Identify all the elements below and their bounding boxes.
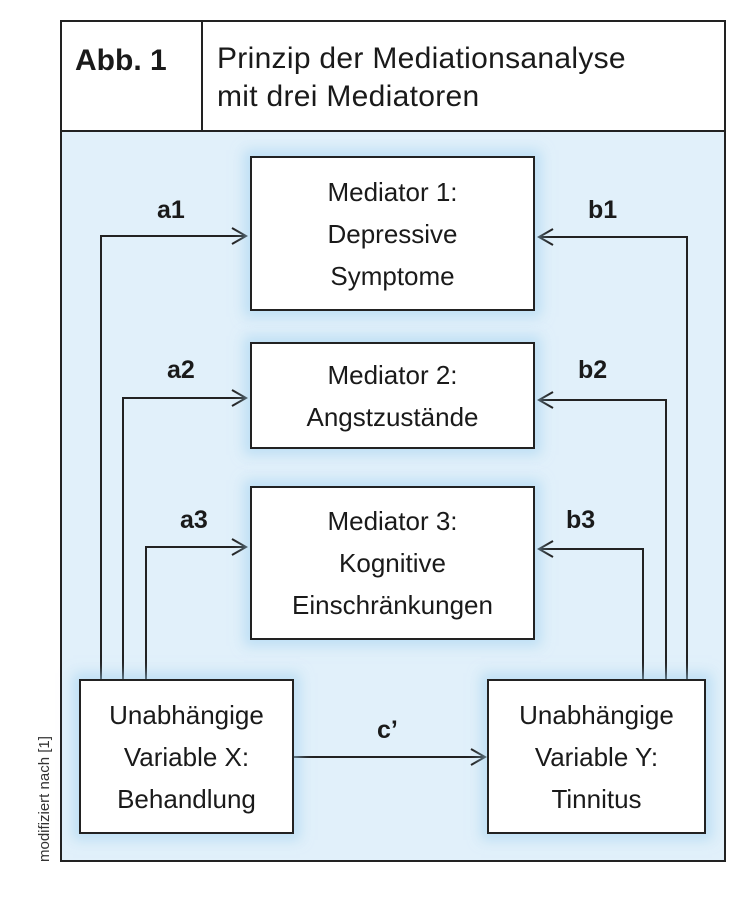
mediator-1-line-1: Mediator 1:: [327, 176, 458, 207]
mediator-1-box: Mediator 1: Depressive Symptome: [250, 156, 535, 311]
variable-x-line-1: Unabhängige: [109, 699, 264, 730]
figure-title: Prinzip der Mediationsanalyse mit drei M…: [217, 40, 717, 116]
variable-x-line-3: Behandlung: [117, 783, 256, 814]
edge-label-a2: a2: [167, 356, 195, 384]
mediator-3-line-2: Kognitive: [339, 548, 446, 578]
edge-a3: [145, 538, 249, 680]
variable-y-line-1: Unabhängige: [519, 699, 674, 730]
variable-y-line-3: Tinnitus: [551, 783, 642, 814]
variable-x-box: Unabhängige Variable X: Behandlung: [79, 679, 294, 834]
figure-title-line-2: mit drei Mediatoren: [217, 80, 480, 113]
figure-number: Abb. 1: [62, 22, 203, 130]
mediator-3-line-1: Mediator 3:: [327, 506, 458, 536]
edge-a1: [100, 227, 249, 680]
mediator-1-line-2: Depressive: [327, 218, 458, 249]
mediator-2-line-1: Mediator 2:: [327, 359, 458, 390]
edge-label-b1: b1: [588, 196, 618, 224]
variable-y-line-2: Variable Y:: [534, 741, 659, 772]
mediator-3-line-3: Einschränkungen: [292, 590, 493, 620]
source-note: modifiziert nach [1]: [36, 736, 53, 862]
variable-y-box: Unabhängige Variable Y: Tinnitus: [487, 679, 706, 834]
mediator-1-line-3: Symptome: [330, 260, 455, 291]
edge-label-b3: b3: [566, 506, 596, 534]
edge-b1: [536, 228, 688, 680]
edge-b2: [536, 391, 667, 680]
edge-label-a3: a3: [180, 506, 208, 534]
edge-label-b2: b2: [578, 356, 608, 384]
mediator-2-line-2: Angstzustände: [306, 401, 479, 432]
variable-x-line-2: Variable X:: [123, 741, 250, 772]
figure-header: Abb. 1 Prinzip der Mediationsanalyse mit…: [62, 22, 724, 132]
edge-label-c: c’: [377, 716, 398, 744]
mediator-3-box: Mediator 3: Kognitive Einschränkungen: [250, 486, 535, 640]
edge-a2: [122, 389, 249, 680]
figure-title-line-1: Prinzip der Mediationsanalyse: [217, 42, 626, 75]
edge-label-a1: a1: [157, 196, 185, 224]
edge-b3: [536, 540, 644, 680]
mediator-2-box: Mediator 2: Angstzustände: [250, 342, 535, 449]
